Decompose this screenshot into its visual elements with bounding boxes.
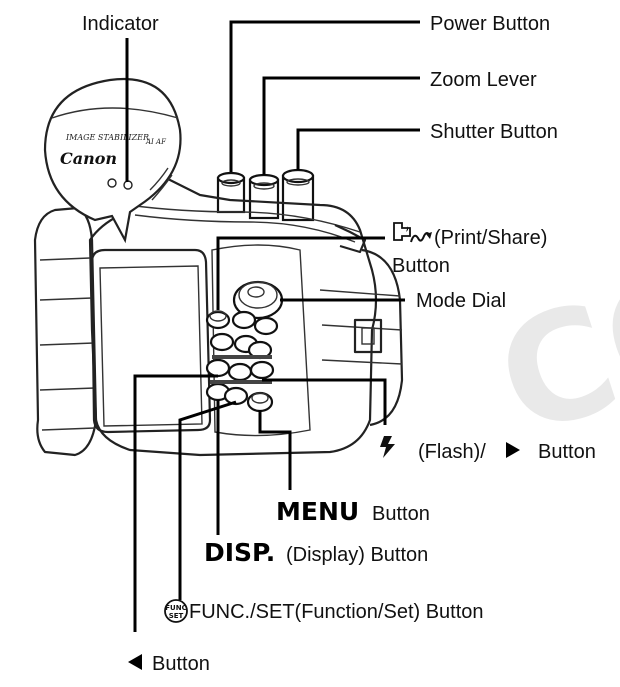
model-code-text: AI AF xyxy=(145,138,167,146)
print-share-label: (Print/Share) xyxy=(434,227,547,249)
leader-lines xyxy=(125,20,420,632)
disp-button-label: (Display) Button xyxy=(286,544,428,566)
func-set-icon: FUNC SET xyxy=(164,599,188,623)
watermark: CO xyxy=(479,231,620,470)
svg-text:SET: SET xyxy=(169,612,184,620)
flash-icon xyxy=(380,436,395,458)
disp-word: DISP. xyxy=(204,538,275,567)
indicator-callout xyxy=(43,77,182,244)
mode-dial-label: Mode Dial xyxy=(416,290,506,312)
menu-button-label: Button xyxy=(372,503,430,525)
left-button-label: Button xyxy=(152,653,210,675)
indicator-label: Indicator xyxy=(82,13,159,35)
camera-body: IMAGE STABILIZER AI AF Canon xyxy=(33,77,404,457)
func-set-label: FUNC./SET(Function/Set) Button xyxy=(189,601,484,623)
zoom-lever-label: Zoom Lever xyxy=(430,69,537,91)
power-button-top xyxy=(216,171,246,214)
indicator-lamp-1 xyxy=(107,178,117,188)
indicator-lamp-2 xyxy=(123,180,133,190)
menu-word: MENU xyxy=(276,497,359,526)
shutter-button-top xyxy=(281,168,315,222)
shutter-button-label: Shutter Button xyxy=(430,121,558,143)
image-stabilizer-text: IMAGE STABILIZER xyxy=(65,133,149,142)
zoom-lever-top xyxy=(248,173,280,220)
control-buttons xyxy=(205,310,279,413)
right-triangle-icon xyxy=(506,442,520,458)
left-triangle-icon xyxy=(128,654,142,670)
flash-label: (Flash)/ xyxy=(418,441,486,463)
canon-logo-text: Canon xyxy=(60,149,117,168)
svg-text:FUNC: FUNC xyxy=(165,604,186,612)
print-share-icon xyxy=(393,222,432,243)
print-share-button-label: Button xyxy=(392,255,450,277)
power-button-label: Power Button xyxy=(430,13,550,35)
flash-button-label: Button xyxy=(538,441,596,463)
